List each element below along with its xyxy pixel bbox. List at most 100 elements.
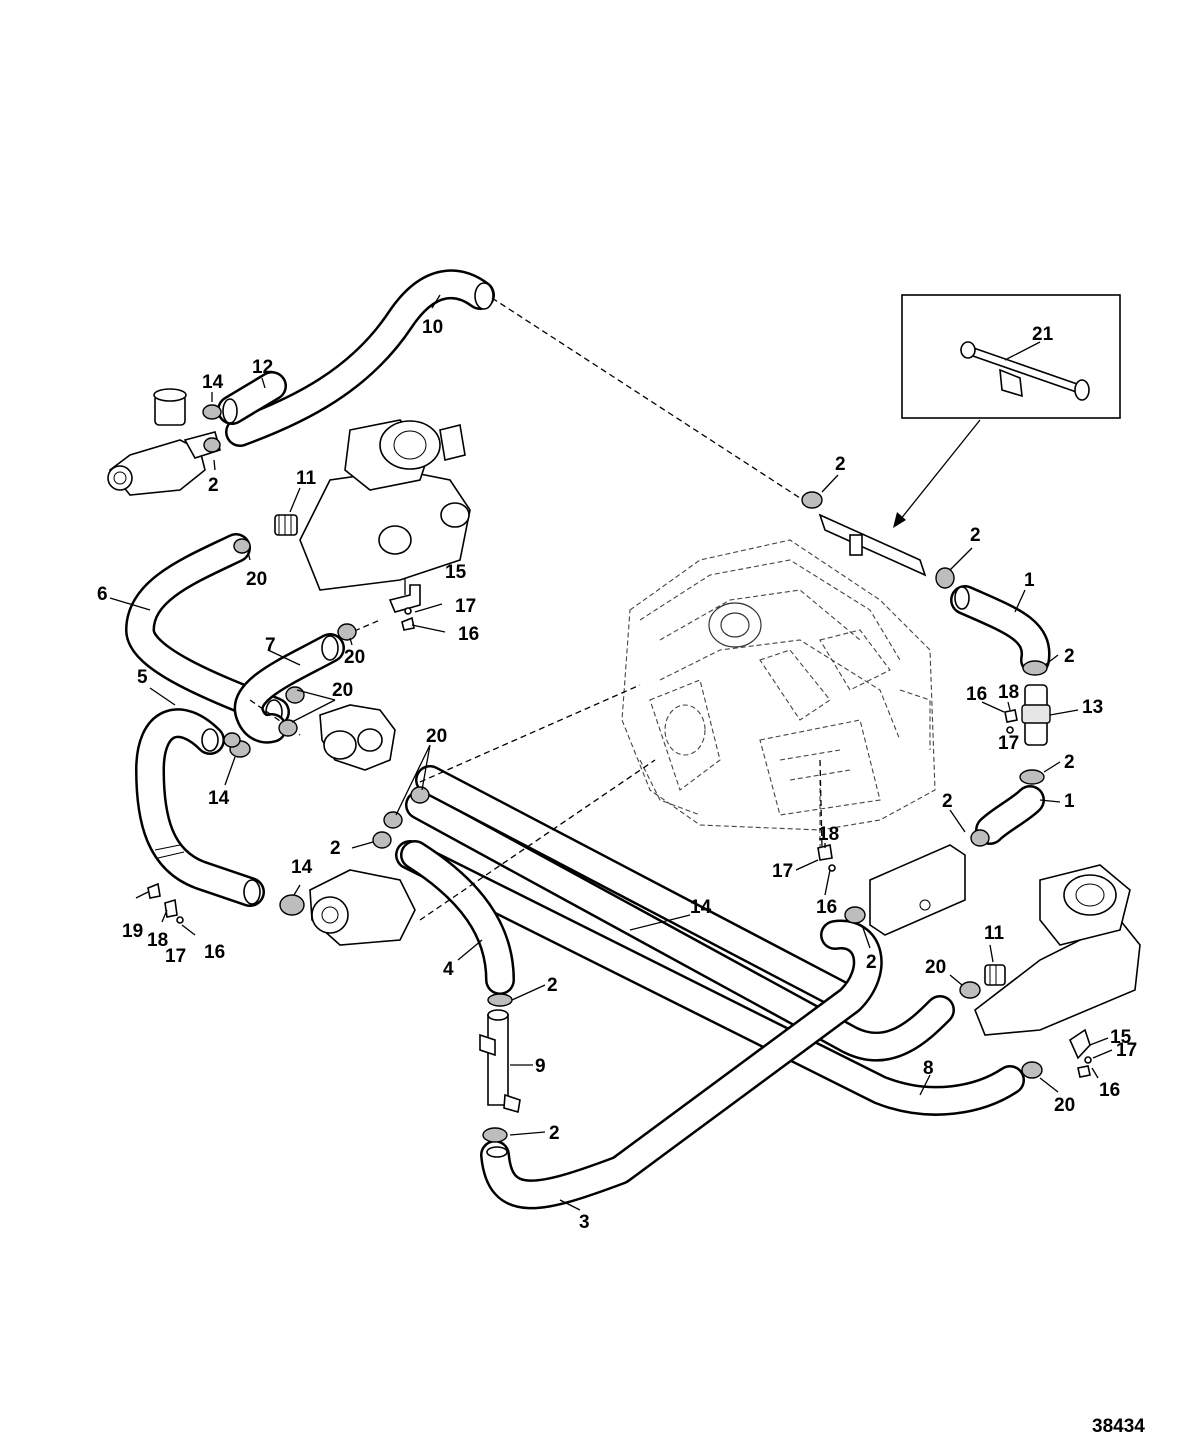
engine-block (621, 539, 936, 860)
callout-21: 21 (1032, 324, 1054, 345)
callout-11: 11 (296, 468, 317, 489)
clamp-2a (203, 437, 221, 453)
callout-18: 18 (998, 682, 1019, 703)
seawater-pump-assembly (107, 388, 221, 496)
inset-part-21 (893, 294, 1121, 528)
clamp-2e (801, 491, 823, 509)
clamp-2h (1019, 769, 1045, 785)
clamp-20b (337, 623, 357, 641)
clamp-14c (279, 894, 305, 916)
connection-lines (249, 297, 823, 921)
callout-2: 2 (549, 1123, 560, 1144)
callout-9: 9 (535, 1056, 546, 1077)
hose-4 (400, 840, 515, 995)
callout-2: 2 (208, 475, 219, 496)
leader-lines (109, 294, 1113, 1211)
callout-16: 16 (966, 684, 987, 705)
callout-1: 1 (1064, 791, 1075, 812)
clamp-2f (935, 567, 955, 589)
clamp-2j (844, 906, 866, 924)
callout-5: 5 (137, 667, 148, 688)
hose-1-lower (975, 785, 1045, 845)
callout-15: 15 (445, 562, 467, 583)
callout-10: 10 (422, 317, 443, 338)
callout-2: 2 (835, 454, 846, 475)
callout-18: 18 (147, 930, 168, 951)
callout-20: 20 (925, 957, 946, 978)
hose-5 (135, 708, 265, 907)
clamp-20h (1021, 1061, 1043, 1079)
callout-14: 14 (202, 372, 224, 393)
clamp-20g (959, 981, 981, 999)
callout-12: 12 (252, 357, 273, 378)
hose-14 (395, 765, 1025, 1116)
thermostat-housing (319, 704, 396, 771)
fitting-13 (1021, 684, 1051, 746)
callout-20: 20 (426, 726, 447, 747)
callout-17: 17 (772, 861, 793, 882)
crossover-tube (818, 513, 927, 577)
figure-number: 38434 (1092, 1416, 1145, 1437)
callout-17: 17 (998, 733, 1019, 754)
clamp-2i (970, 829, 990, 847)
callout-16: 16 (1099, 1080, 1120, 1101)
callout-3: 3 (579, 1212, 590, 1233)
exhaust-manifold-lower (974, 864, 1141, 1036)
hose-10 (225, 269, 495, 447)
callout-labels: 10 12 14 2 11 20 6 15 17 16 20 7 5 20 20… (97, 317, 1137, 1233)
callout-1: 1 (1024, 570, 1035, 591)
clamp-20a (233, 538, 251, 554)
clamp-14a (202, 404, 222, 420)
callout-2: 2 (866, 952, 877, 973)
callout-20: 20 (1054, 1095, 1075, 1116)
callout-17: 17 (165, 946, 186, 967)
callout-2: 2 (942, 791, 953, 812)
hose-3 (480, 919, 883, 1210)
callout-16: 16 (816, 897, 837, 918)
tube-9 (479, 1009, 521, 1158)
callout-17: 17 (1116, 1040, 1137, 1061)
circulating-pump (309, 869, 416, 946)
callout-2: 2 (1064, 646, 1075, 667)
clamp-20e (410, 786, 430, 804)
clamp-2b (372, 831, 392, 849)
callout-14: 14 (208, 788, 230, 809)
callout-14: 14 (690, 897, 712, 918)
clamps (202, 404, 1048, 1143)
callout-19: 19 (122, 921, 143, 942)
callout-20: 20 (344, 647, 365, 668)
callout-8: 8 (923, 1058, 934, 1079)
callout-6: 6 (97, 584, 108, 605)
fitting-11-lower (984, 964, 1006, 986)
clamp-20f (383, 811, 403, 829)
callout-2: 2 (330, 838, 341, 859)
callout-11: 11 (984, 923, 1005, 944)
callout-20: 20 (332, 680, 353, 701)
heat-exchanger (869, 844, 966, 936)
callout-15: 15 (1110, 1027, 1132, 1048)
hose-12 (217, 371, 287, 425)
clamp-2g (1022, 660, 1048, 676)
callout-18: 18 (818, 824, 839, 845)
fitting-11-upper (274, 514, 298, 536)
elbow-15-lower (1068, 1028, 1091, 1060)
hose-1-upper (950, 585, 1051, 675)
callout-16: 16 (458, 624, 479, 645)
clamp-14d (223, 732, 241, 748)
callout-7: 7 (265, 635, 276, 656)
callout-13: 13 (1082, 697, 1103, 718)
callout-2: 2 (970, 525, 981, 546)
callout-4: 4 (443, 959, 454, 980)
clamp-20d (278, 719, 298, 737)
elbow-15-upper (388, 584, 421, 613)
callout-16: 16 (204, 942, 225, 963)
callout-2: 2 (1064, 752, 1075, 773)
callout-2: 2 (547, 975, 558, 996)
callout-20: 20 (246, 569, 267, 590)
callout-14: 14 (291, 857, 313, 878)
clamp-20c (285, 686, 305, 704)
clamp-2c (487, 993, 513, 1007)
clamp-2d (482, 1127, 508, 1143)
exhaust-manifold-upper (299, 419, 471, 591)
